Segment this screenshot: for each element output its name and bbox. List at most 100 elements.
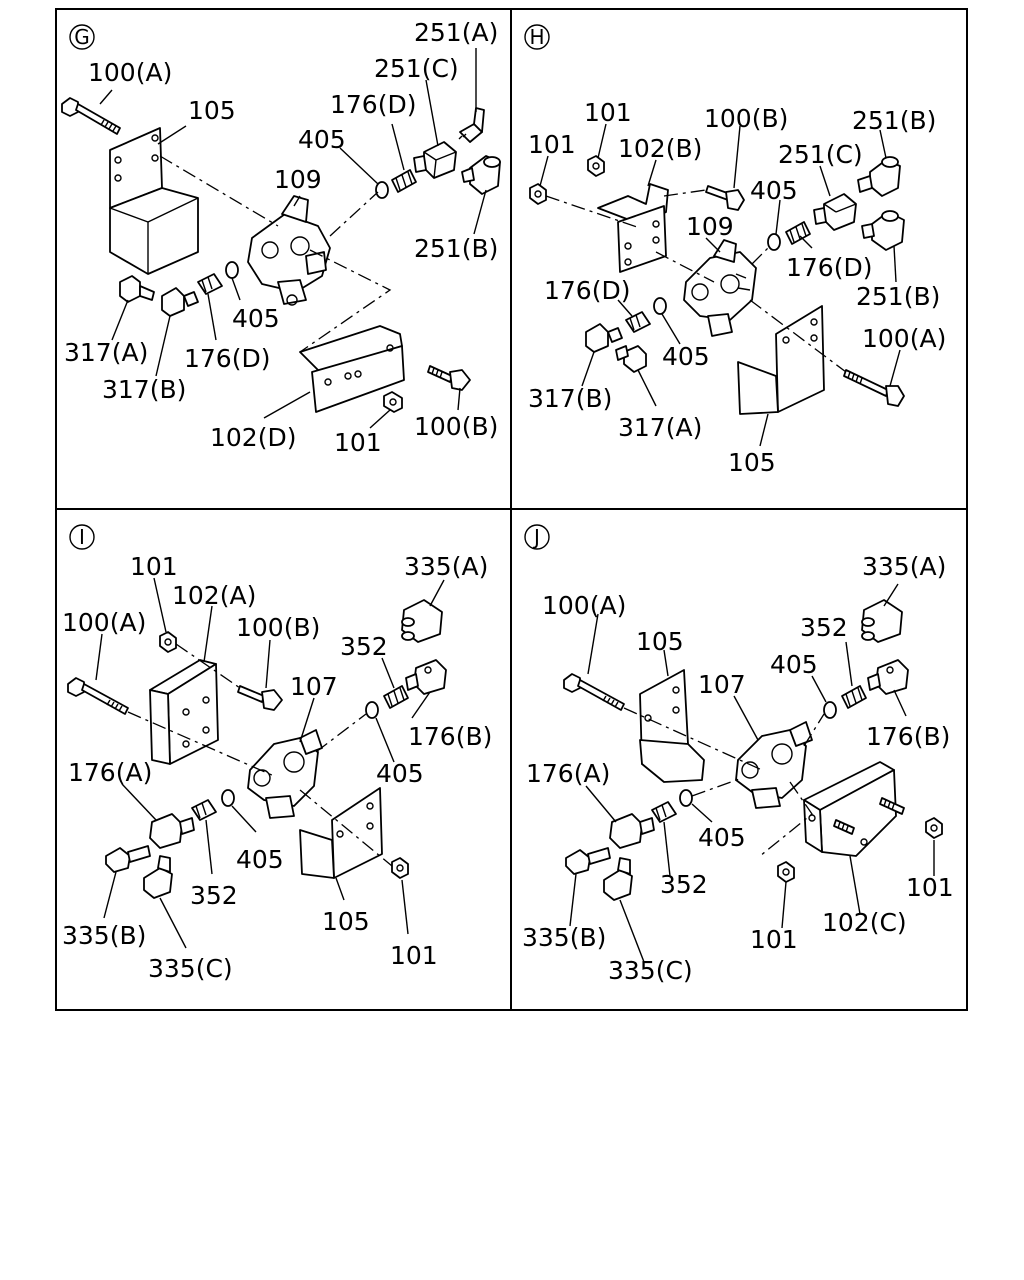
- svg-text:I: I: [79, 525, 85, 549]
- panel-g: G: [61, 18, 501, 457]
- label-i-405-bottom: 405: [236, 845, 284, 874]
- fitting-317a: [119, 275, 155, 303]
- bracket-105: [109, 127, 199, 275]
- label-i-102a: 102(A): [172, 581, 256, 610]
- label-h-405-top: 405: [750, 176, 798, 205]
- label-j-176a: 176(A): [526, 759, 610, 788]
- assembly-line: [159, 155, 279, 227]
- adapter-176d-bottom: [197, 273, 223, 295]
- panel-badge-j: J: [524, 524, 550, 550]
- adapter-352-bottom: [651, 801, 677, 823]
- nut-101: [383, 391, 403, 413]
- label-h-251c: 251(C): [778, 140, 863, 169]
- fitting-176a: [609, 813, 655, 849]
- label-j-352-bottom: 352: [660, 870, 708, 899]
- bracket-102d: [299, 325, 405, 413]
- assembly-line: [299, 789, 393, 867]
- label-h-317a: 317(A): [618, 413, 702, 442]
- label-g-100a: 100(A): [88, 58, 172, 87]
- panel-badge-h: H: [524, 24, 550, 50]
- label-h-101-top: 101: [584, 98, 632, 127]
- label-g-102d: 102(D): [210, 423, 296, 452]
- bracket-102a: [149, 659, 219, 765]
- valve-109: [247, 195, 331, 306]
- leader-lines-i: [95, 577, 445, 949]
- label-j-100a: 100(A): [542, 591, 626, 620]
- label-j-335a: 335(A): [862, 552, 946, 581]
- label-j-102c: 102(C): [822, 908, 907, 937]
- bolt-100a: [563, 673, 625, 711]
- label-i-176b: 176(B): [408, 722, 492, 751]
- label-h-100b: 100(B): [704, 104, 788, 133]
- bracket-102b: [597, 183, 669, 273]
- washer-405-right: [365, 701, 379, 719]
- svg-text:H: H: [529, 25, 544, 49]
- label-j-101-right: 101: [906, 873, 954, 902]
- fitting-251b-top: [857, 156, 901, 197]
- svg-text:G: G: [74, 25, 90, 49]
- nut-101-right: [925, 817, 943, 839]
- washer-405-bottom: [653, 297, 667, 315]
- label-g-100b: 100(B): [414, 412, 498, 441]
- label-g-405-top: 405: [298, 125, 346, 154]
- label-i-176a: 176(A): [68, 758, 152, 787]
- label-j-101-middle: 101: [750, 925, 798, 954]
- fitting-176b: [405, 659, 447, 695]
- nut-101-middle: [777, 861, 795, 883]
- assembly-line: [751, 245, 771, 265]
- label-i-352-bottom: 352: [190, 881, 238, 910]
- label-i-405-right: 405: [376, 759, 424, 788]
- nut-101-bottom: [391, 857, 409, 879]
- label-h-109: 109: [686, 212, 734, 241]
- label-h-251b-bottom: 251(B): [856, 282, 940, 311]
- label-h-176d-left: 176(D): [544, 276, 630, 305]
- label-g-251b: 251(B): [414, 234, 498, 263]
- label-j-405-bottom: 405: [698, 823, 746, 852]
- assembly-line: [175, 643, 241, 689]
- nut-101-top: [159, 631, 177, 653]
- bolt-100b: [705, 185, 745, 211]
- nut-101-top: [587, 155, 605, 177]
- label-i-335b: 335(B): [62, 921, 146, 950]
- bracket-105: [737, 305, 825, 415]
- bracket-105: [299, 787, 383, 879]
- assembly-line: [545, 195, 641, 229]
- label-i-352-top: 352: [340, 632, 388, 661]
- label-h-251b-top: 251(B): [852, 106, 936, 135]
- label-i-100b: 100(B): [236, 613, 320, 642]
- adapter-352-top: [383, 685, 409, 709]
- washer-405-top: [375, 181, 389, 199]
- label-j-107: 107: [698, 670, 746, 699]
- bracket-102c: [803, 761, 897, 857]
- label-g-317b: 317(B): [102, 375, 186, 404]
- bolt-101-right: [879, 797, 905, 815]
- label-j-405-top: 405: [770, 650, 818, 679]
- valve-109: [683, 239, 757, 337]
- label-g-176d-bottom: 176(D): [184, 344, 270, 373]
- label-g-109: 109: [274, 165, 322, 194]
- label-g-105: 105: [188, 96, 236, 125]
- fitting-251b-bottom: [861, 210, 905, 251]
- fitting-176a: [149, 813, 195, 849]
- label-g-317a: 317(A): [64, 338, 148, 367]
- valve-107: [735, 721, 813, 809]
- svg-text:J: J: [532, 525, 540, 549]
- label-i-100a: 100(A): [62, 608, 146, 637]
- label-h-101-left: 101: [528, 130, 576, 159]
- fitting-335c: [603, 857, 633, 901]
- label-h-100a: 100(A): [862, 324, 946, 353]
- adapter-176d-right: [785, 221, 811, 245]
- assembly-line: [623, 707, 763, 771]
- fitting-317b: [585, 323, 623, 353]
- leader-lines-g: [99, 48, 487, 429]
- fitting-335c: [143, 855, 173, 899]
- bolt-100b: [237, 685, 283, 711]
- assembly-line: [315, 713, 367, 753]
- label-h-105: 105: [728, 448, 776, 477]
- label-h-405-bottom: 405: [662, 342, 710, 371]
- label-i-335a: 335(A): [404, 552, 488, 581]
- label-i-335c: 335(C): [148, 954, 233, 983]
- label-g-405-bottom: 405: [232, 304, 280, 333]
- fitting-317b: [161, 287, 199, 317]
- valve-107: [247, 729, 323, 819]
